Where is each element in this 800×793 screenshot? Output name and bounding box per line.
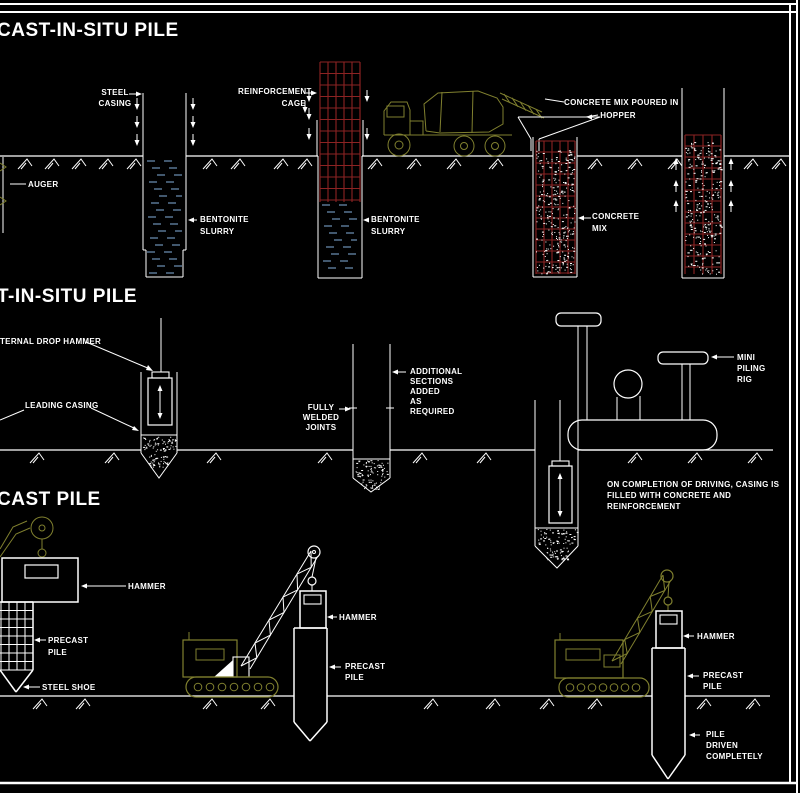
section-title-precast: CAST PILE	[0, 489, 101, 510]
label-steel-shoe: STEEL SHOE	[42, 683, 96, 692]
label-completion-note: ON COMPLETION OF DRIVING, CASING IS FILL…	[607, 480, 780, 511]
section-title-driven-cast-in-situ: T-IN-SITU PILE	[0, 286, 137, 307]
label-concrete-mix-poured: CONCRETE MIX POURED IN HOPPER	[564, 98, 679, 120]
label-steel-casing: STEEL CASING	[98, 88, 132, 108]
label-reinforcement-cage: REINFORCEMENT CAGE	[238, 87, 312, 108]
label-bentonite-slurry-2: BENTONITE SLURRY	[371, 215, 420, 236]
label-fully-welded-joints: FULLY WELDED JOINTS	[302, 403, 340, 432]
label-additional-sections: ADDITIONAL SECTIONS ADDED AS REQUIRED	[410, 367, 463, 416]
label-auger: AUGER	[28, 180, 59, 189]
label-bentonite-slurry-1: BENTONITE SLURRY	[200, 215, 249, 236]
label-hammer-3: HAMMER	[697, 632, 735, 641]
label-pile-driven-completely: PILE DRIVEN COMPLETELY	[706, 730, 763, 761]
label-hammer-1: HAMMER	[128, 582, 166, 591]
label-hammer-2: HAMMER	[339, 613, 377, 622]
label-precast-pile-2: PRECAST PILE	[345, 662, 386, 682]
label-precast-pile-3: PRECAST PILE	[703, 671, 744, 691]
label-precast-pile-1: PRECAST PILE	[48, 636, 89, 657]
label-mini-piling-rig: MINI PILING RIG	[737, 353, 766, 384]
section-title-cast-in-situ: CAST-IN-SITU PILE	[0, 20, 179, 41]
label-concrete-mix: CONCRETE MIX	[592, 212, 640, 233]
label-internal-drop-hammer: TERNAL DROP HAMMER	[0, 337, 102, 346]
label-leading-casing: LEADING CASING	[25, 401, 99, 410]
